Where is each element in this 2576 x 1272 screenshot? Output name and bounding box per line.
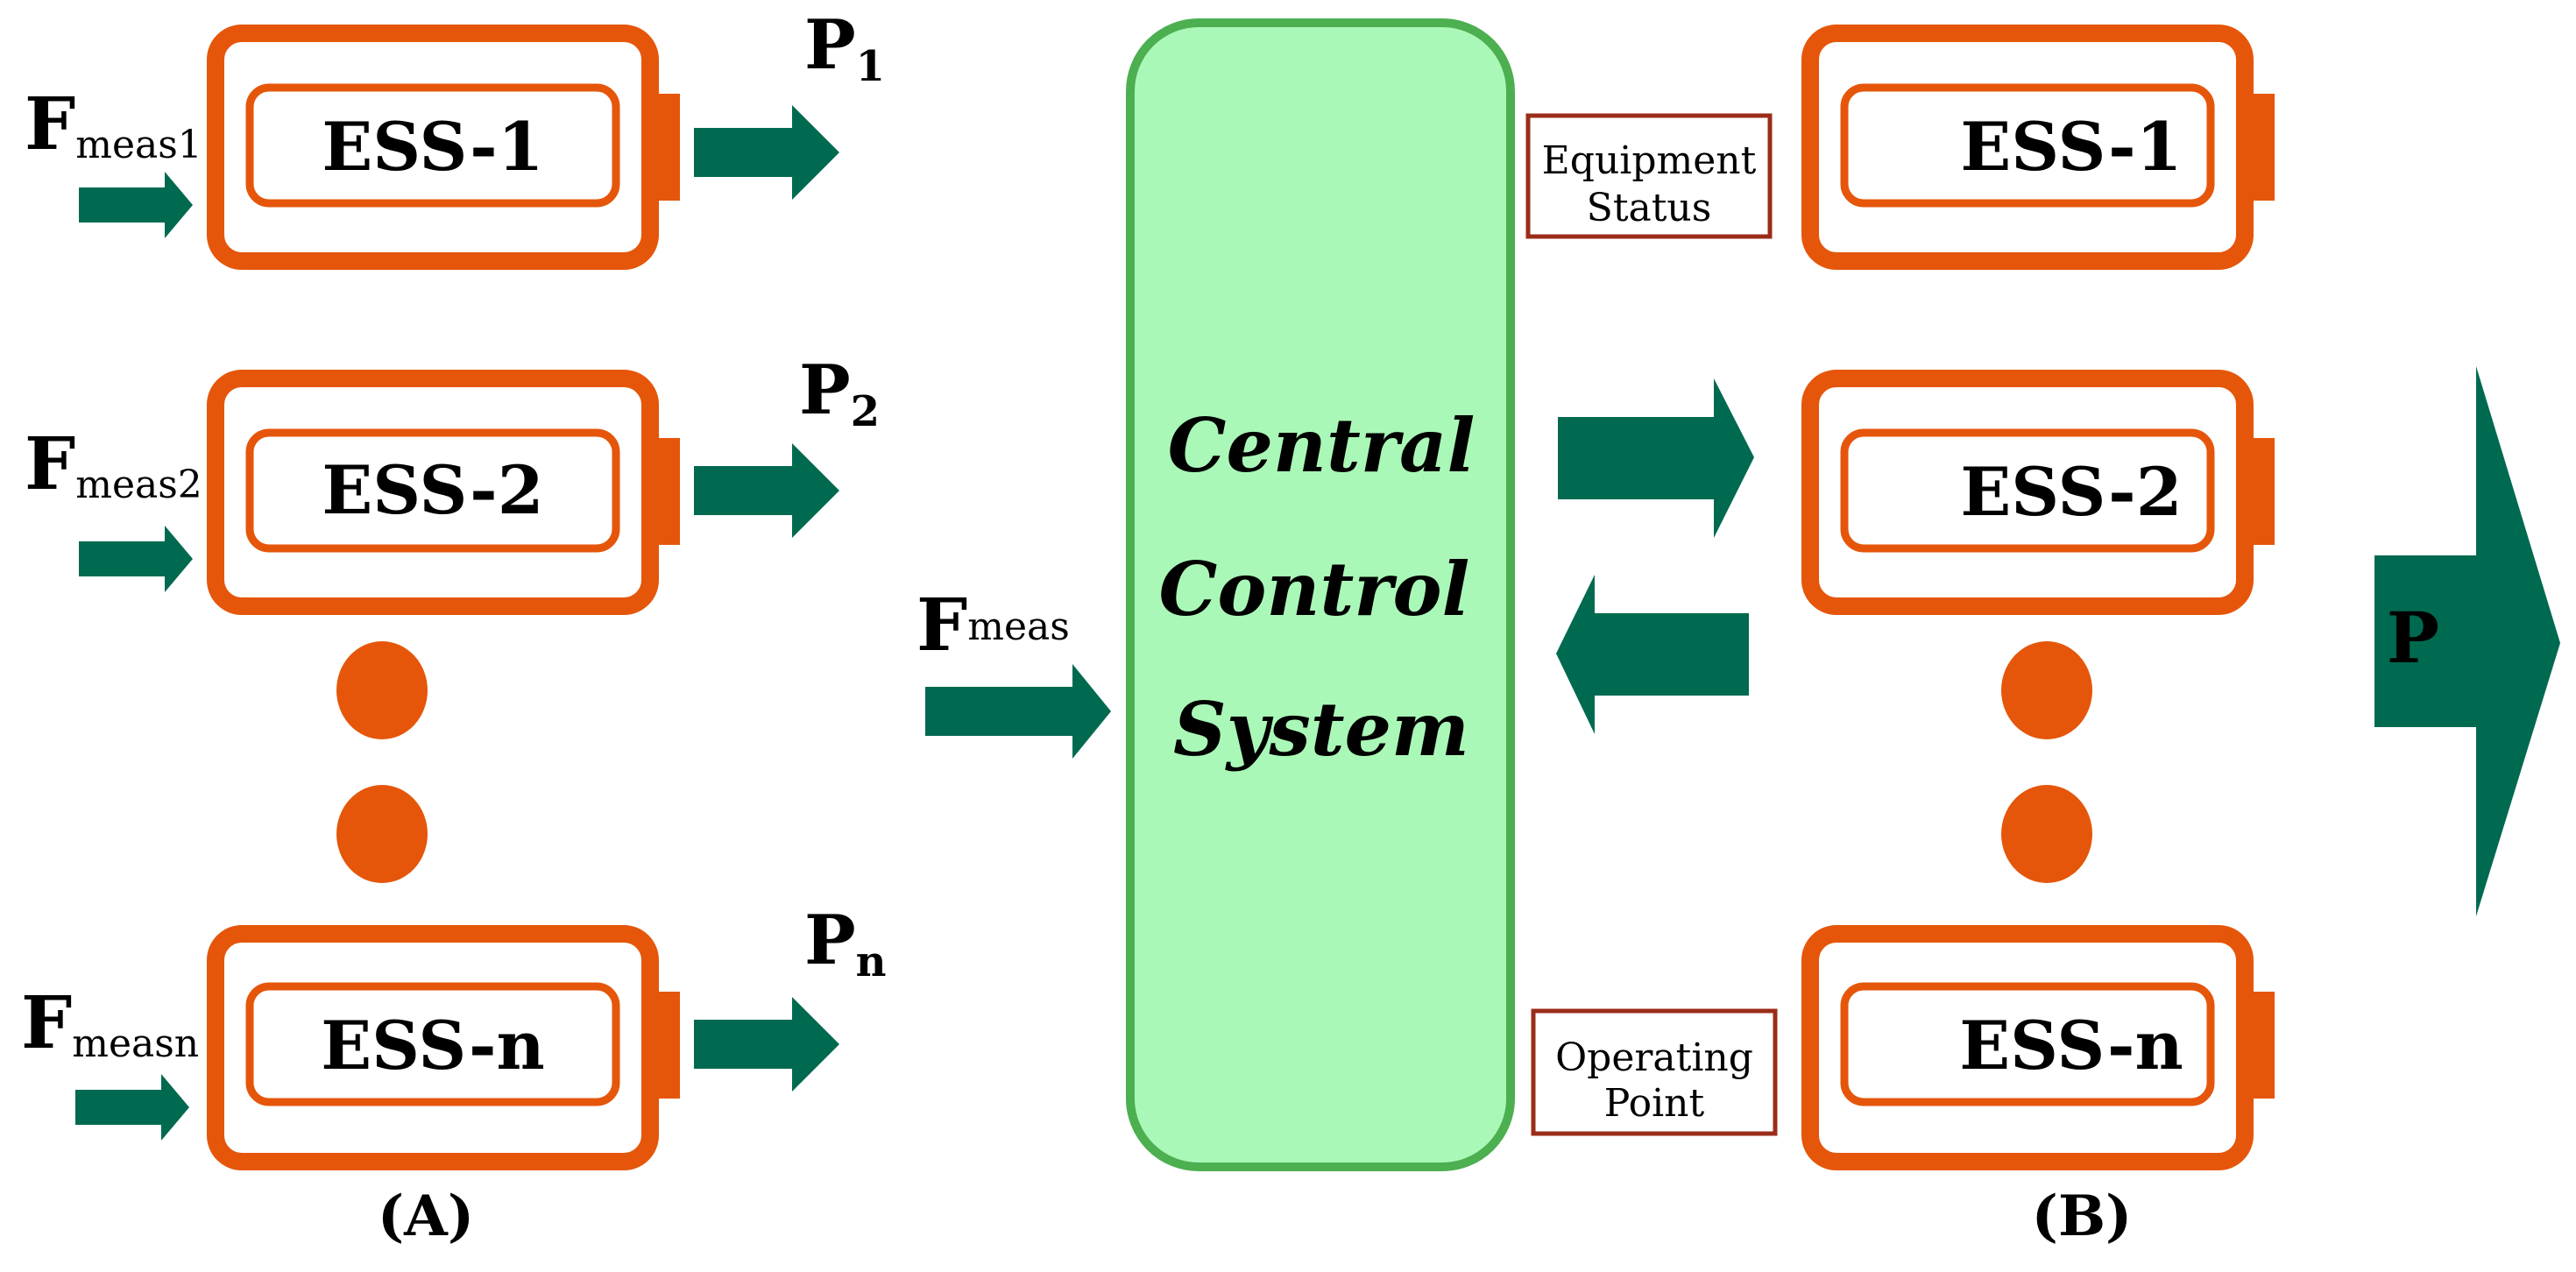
equipment-status-line-2: Status [1587, 186, 1712, 230]
panel-b-unit-2: ESS-2 [1801, 370, 2275, 615]
battery-b-label-1: ESS-1 [1960, 108, 2182, 186]
battery-inner-frame [1840, 83, 2215, 208]
control-line-1: Central [1168, 402, 1476, 489]
panel-b: Fmeas Central Control System Equipment S… [916, 18, 2560, 1249]
battery-icon [1801, 925, 2254, 1170]
panel-a-caption: (A) [378, 1184, 474, 1249]
control-input-label-sub: meas [967, 604, 1070, 649]
battery-inner-frame [245, 428, 620, 553]
battery-icon [207, 925, 659, 1170]
battery-b-label-2: ESS-2 [1960, 453, 2182, 531]
ellipsis-dot-icon [336, 641, 428, 739]
operating-point-line-1: Operating [1555, 1035, 1753, 1080]
ellipsis-dot-icon [2001, 641, 2092, 739]
equipment-status-line-1: Equipment [1542, 138, 1757, 183]
battery-icon [1801, 25, 2254, 270]
ellipsis-dot-icon [2001, 785, 2092, 883]
svg-text:P1: P1 [804, 5, 885, 91]
input-label-n-main: F [21, 981, 72, 1065]
panel-a-unit-2: Fmeas2 ESS-2 P2 [25, 350, 880, 615]
output-label-n-main: P [804, 901, 856, 980]
equipment-status-box [1525, 113, 1773, 239]
output-label-2-main: P [799, 350, 851, 430]
control-line-2: Control [1159, 546, 1470, 632]
central-control-box [1126, 18, 1515, 1171]
arrow-right-icon [694, 997, 839, 1092]
control-input-label: Fmeas [916, 583, 1070, 668]
battery-inner-frame [1840, 428, 2215, 553]
battery-terminal-icon [659, 438, 680, 545]
output-label-2-sub: 2 [851, 387, 880, 436]
arrow-right-icon [1558, 378, 1754, 538]
input-label-n: Fmeasn [21, 981, 199, 1066]
panel-b-caption: (B) [2032, 1184, 2133, 1249]
ellipsis-dot-icon [336, 785, 428, 883]
panel-a-unit-n: Fmeasn ESS-n Pn [21, 901, 887, 1170]
svg-text:Pn: Pn [804, 901, 887, 986]
input-label-1-sub: meas1 [75, 123, 202, 167]
control-input-label-main: F [916, 583, 967, 668]
battery-b-label-n: ESS-n [1959, 1007, 2183, 1085]
aggregate-output-label: P [2387, 597, 2439, 679]
output-label-2: P2 [799, 350, 880, 436]
battery-inner-frame [1840, 982, 2215, 1106]
battery-inner-frame [245, 982, 620, 1106]
battery-terminal-icon [2254, 992, 2275, 1099]
output-label-n-sub: n [856, 937, 887, 986]
battery-icon [207, 370, 659, 615]
battery-icon [1801, 370, 2254, 615]
panel-a: Fmeas1 ESS-1 P1 Fmeas2 [21, 5, 887, 1249]
output-label-1: P1 [804, 5, 885, 91]
battery-terminal-icon [659, 94, 680, 201]
output-label-1-sub: 1 [856, 42, 885, 91]
battery-inner-frame [245, 83, 620, 208]
battery-label-2: ESS-2 [322, 451, 543, 529]
panel-b-unit-1: ESS-1 [1801, 25, 2275, 270]
battery-terminal-icon [659, 992, 680, 1099]
input-label-1-main: F [25, 82, 75, 166]
input-label-1: Fmeas1 [25, 82, 202, 167]
output-label-1-main: P [804, 5, 856, 85]
input-label-n-sub: measn [72, 1021, 199, 1066]
output-label-n: Pn [804, 901, 887, 986]
arrow-right-icon [925, 664, 1111, 759]
arrow-right-icon [79, 172, 193, 238]
panel-a-unit-1: Fmeas1 ESS-1 P1 [25, 5, 885, 270]
arrow-left-icon [1556, 575, 1749, 734]
input-label-2-main: F [25, 422, 75, 506]
battery-terminal-icon [2254, 438, 2275, 545]
arrow-right-icon [79, 526, 193, 592]
svg-text:Fmeasn: Fmeasn [21, 981, 199, 1066]
svg-text:Fmeas1: Fmeas1 [25, 82, 202, 167]
arrow-right-icon [694, 105, 839, 200]
svg-text:P2: P2 [799, 350, 880, 436]
operating-point-box [1531, 1008, 1778, 1136]
aggregate-output-arrow-icon [2374, 366, 2560, 916]
battery-label-1: ESS-1 [322, 108, 543, 186]
arrow-right-icon [694, 443, 839, 538]
control-line-3: System [1173, 686, 1469, 773]
input-label-2: Fmeas2 [25, 422, 202, 507]
arrow-right-icon [75, 1074, 189, 1141]
svg-text:Fmeas2: Fmeas2 [25, 422, 202, 507]
battery-label-n: ESS-n [321, 1007, 545, 1085]
svg-text:Fmeas: Fmeas [916, 583, 1070, 668]
panel-b-unit-n: ESS-n [1801, 925, 2275, 1170]
battery-terminal-icon [2254, 94, 2275, 201]
input-label-2-sub: meas2 [75, 463, 202, 507]
operating-point-line-2: Point [1604, 1081, 1705, 1126]
battery-icon [207, 25, 659, 270]
